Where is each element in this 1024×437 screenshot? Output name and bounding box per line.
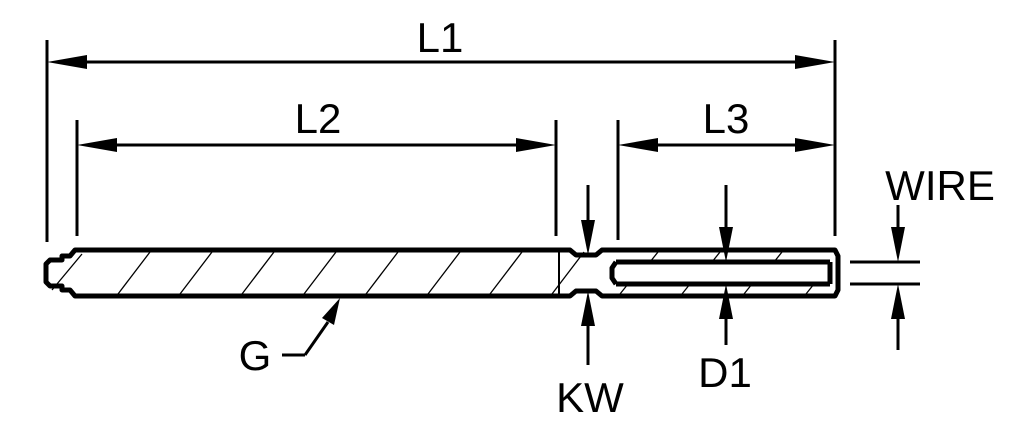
hatching — [51, 251, 815, 295]
label-g: G — [239, 332, 272, 379]
dimension-d1: D1 — [698, 185, 752, 396]
label-l1: L1 — [417, 14, 464, 61]
label-l3: L3 — [703, 95, 750, 142]
label-kw: KW — [556, 374, 624, 421]
dimension-l2: L2 — [77, 95, 556, 152]
extension-lines — [45, 40, 837, 242]
dimension-l3: L3 — [618, 95, 835, 152]
label-wire: WIRE — [885, 162, 995, 209]
label-l2: L2 — [295, 95, 342, 142]
leader-g: G — [239, 298, 340, 379]
dimension-l1: L1 — [47, 14, 835, 69]
part-body — [43, 247, 841, 299]
label-d1: D1 — [698, 349, 752, 396]
dimension-kw: KW — [556, 185, 624, 421]
dimension-wire: WIRE — [850, 162, 995, 350]
